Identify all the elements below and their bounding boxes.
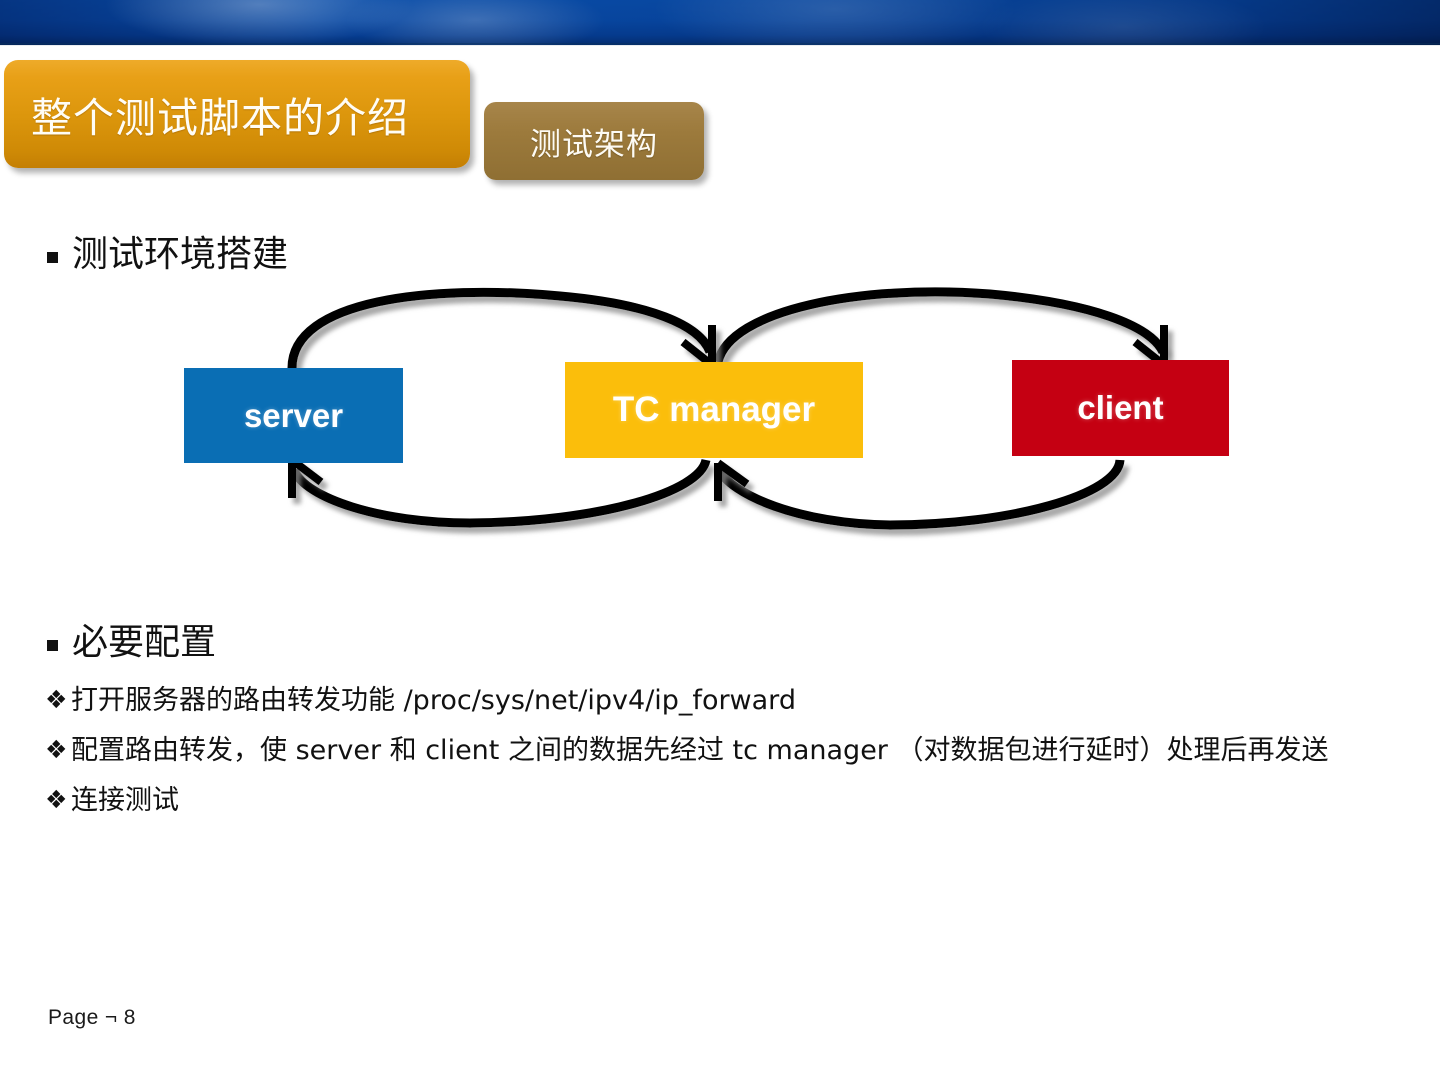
list-item-text: 配置路由转发，使 server 和 client 之间的数据先经过 tc man… bbox=[71, 735, 1329, 767]
title-tab-group: 整个测试脚本的介绍 测试架构 bbox=[0, 57, 1440, 180]
diagram-node-client[interactable]: client bbox=[1012, 360, 1229, 456]
list-item: ❖ 配置路由转发，使 server 和 client 之间的数据先经过 tc m… bbox=[45, 730, 1405, 771]
section-heading-environment-label: 测试环境搭建 bbox=[72, 234, 289, 275]
arrowhead-server-bottom-b bbox=[289, 456, 324, 486]
diagram-node-server[interactable]: server bbox=[184, 368, 403, 463]
tab-sub-title[interactable]: 测试架构 bbox=[484, 102, 704, 180]
tab-main-title[interactable]: 整个测试脚本的介绍 bbox=[4, 60, 470, 168]
architecture-diagram: server TC manager client bbox=[0, 270, 1440, 560]
diagram-node-server-label: server bbox=[243, 396, 344, 434]
edge-tc-to-server-bottom bbox=[289, 458, 711, 528]
diagram-node-client-label: client bbox=[1077, 389, 1164, 426]
square-bullet-icon bbox=[47, 640, 58, 651]
section-heading-config-label: 必要配置 bbox=[72, 622, 217, 663]
page-number: Page ¬ 8 bbox=[48, 1006, 136, 1029]
edge-tc-to-client-top bbox=[713, 287, 1168, 364]
banner-bottom-edge bbox=[0, 43, 1440, 46]
edge-server-to-tc-top bbox=[287, 287, 715, 369]
arrowhead-tc-top-b bbox=[680, 338, 715, 369]
list-item: ❖ 打开服务器的路由转发功能 /proc/sys/net/ipv4/ip_for… bbox=[45, 680, 1405, 721]
sky-banner-image bbox=[0, 0, 1440, 45]
tab-sub-title-label: 测试架构 bbox=[530, 126, 658, 163]
diagram-node-tc-manager[interactable]: TC manager bbox=[565, 362, 863, 458]
section-heading-environment: 测试环境搭建 bbox=[47, 232, 288, 277]
list-item: ❖ 连接测试 bbox=[45, 780, 1405, 821]
diamond-bullet-icon: ❖ bbox=[45, 685, 68, 714]
list-item-text: 连接测试 bbox=[71, 785, 179, 817]
edge-client-to-tc-bottom bbox=[713, 459, 1125, 530]
diagram-node-tc-manager-label: TC manager bbox=[612, 390, 816, 429]
diamond-bullet-icon: ❖ bbox=[45, 785, 68, 815]
arrowhead-tc-bottom-b bbox=[715, 459, 750, 488]
config-list: ❖ 打开服务器的路由转发功能 /proc/sys/net/ipv4/ip_for… bbox=[45, 680, 1405, 830]
tab-main-title-label: 整个测试脚本的介绍 bbox=[31, 94, 409, 142]
diamond-bullet-icon: ❖ bbox=[45, 735, 68, 765]
list-item-text: 打开服务器的路由转发功能 /proc/sys/net/ipv4/ip_forwa… bbox=[71, 685, 796, 716]
section-heading-config: 必要配置 bbox=[47, 620, 216, 665]
square-bullet-icon bbox=[47, 252, 58, 263]
